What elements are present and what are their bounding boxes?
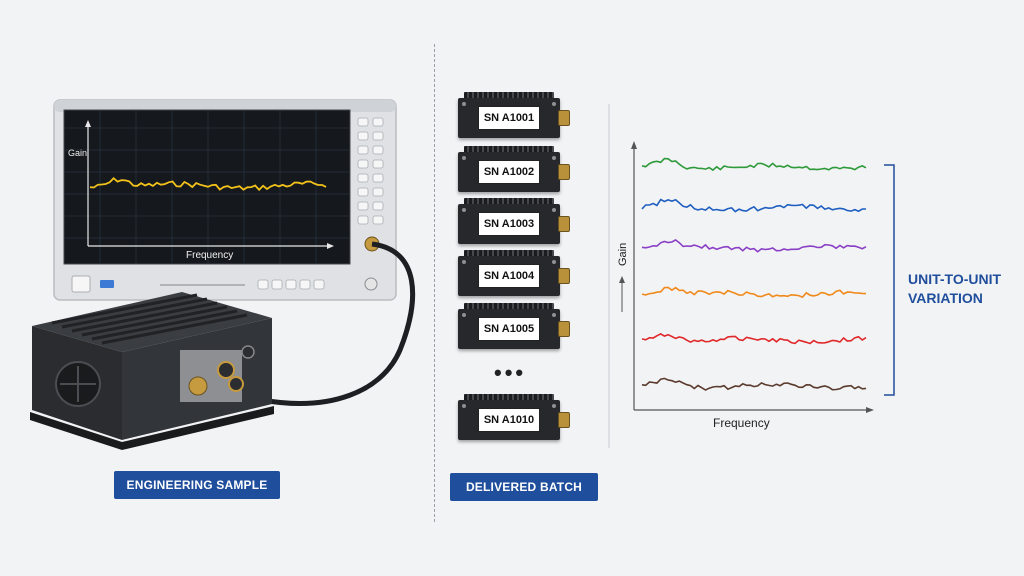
variation-label-line2: VARIATION bbox=[908, 290, 983, 306]
unit-trace-4 bbox=[641, 286, 867, 299]
engineering-sample-badge: ENGINEERING SAMPLE bbox=[114, 471, 280, 499]
unit-trace-2 bbox=[641, 198, 866, 213]
delivered-batch-badge: DELIVERED BATCH bbox=[450, 473, 598, 501]
unit-connector bbox=[558, 268, 570, 284]
unit-fins bbox=[464, 146, 554, 154]
screw bbox=[462, 208, 466, 212]
trace-group bbox=[641, 157, 867, 391]
power-button bbox=[71, 275, 91, 293]
unit-connector bbox=[558, 321, 570, 337]
unit-connector bbox=[558, 110, 570, 126]
bottom-buttons bbox=[257, 279, 325, 290]
variation-label: UNIT-TO-UNIT VARIATION bbox=[908, 270, 1018, 308]
device-connector-3 bbox=[228, 376, 244, 392]
unit-sn-a1010: SN A1010 bbox=[458, 394, 570, 442]
screw bbox=[552, 313, 556, 317]
screen-grid bbox=[64, 110, 350, 264]
plot-x-arrow bbox=[866, 407, 874, 413]
screw bbox=[462, 313, 466, 317]
screw bbox=[552, 260, 556, 264]
unit-sn-a1001: SN A1001 bbox=[458, 92, 570, 140]
unit-fins bbox=[464, 92, 554, 100]
scope-button-panel bbox=[357, 117, 384, 225]
screen-y-label: Gain bbox=[68, 148, 87, 158]
plot-x-label: Frequency bbox=[713, 416, 770, 430]
front-knob bbox=[364, 277, 378, 291]
gain-arrow-head bbox=[619, 276, 625, 283]
unit-serial-label: SN A1004 bbox=[478, 264, 540, 288]
variation-label-line1: UNIT-TO-UNIT bbox=[908, 271, 1002, 287]
screw bbox=[552, 156, 556, 160]
device-connector-1 bbox=[188, 376, 208, 396]
oscilloscope-top-edge bbox=[54, 100, 396, 112]
screw bbox=[552, 208, 556, 212]
unit-fins bbox=[464, 250, 554, 258]
variation-bracket bbox=[884, 164, 895, 396]
unit-sn-a1004: SN A1004 bbox=[458, 250, 570, 298]
device-connector-2 bbox=[217, 361, 235, 379]
screen-y-arrow bbox=[85, 120, 91, 127]
unit-sn-a1005: SN A1005 bbox=[458, 303, 570, 351]
unit-trace-5 bbox=[641, 332, 867, 345]
plot-y-label: Gain bbox=[617, 243, 629, 266]
screw bbox=[462, 404, 466, 408]
usb-port bbox=[100, 280, 114, 288]
screw bbox=[552, 404, 556, 408]
unit-sn-a1003: SN A1003 bbox=[458, 198, 570, 246]
section-divider bbox=[434, 44, 435, 522]
device-connector-4 bbox=[241, 345, 255, 359]
screen-x-label: Frequency bbox=[186, 250, 233, 261]
unit-sn-a1002: SN A1002 bbox=[458, 146, 570, 194]
screw bbox=[462, 102, 466, 106]
unit-connector bbox=[558, 412, 570, 428]
unit-fins bbox=[464, 303, 554, 311]
screw bbox=[552, 102, 556, 106]
unit-serial-label: SN A1001 bbox=[478, 106, 540, 130]
unit-fins bbox=[464, 198, 554, 206]
plot-y-arrow bbox=[631, 141, 637, 149]
unit-trace-3 bbox=[641, 238, 867, 253]
unit-serial-label: SN A1010 bbox=[478, 408, 540, 432]
unit-connector bbox=[558, 164, 570, 180]
ellipsis: ••• bbox=[494, 360, 527, 385]
unit-fins bbox=[464, 394, 554, 402]
unit-serial-label: SN A1005 bbox=[478, 317, 540, 341]
device-base bbox=[30, 406, 274, 450]
screw bbox=[462, 260, 466, 264]
scope-trace bbox=[89, 176, 327, 192]
unit-trace-1 bbox=[641, 157, 867, 172]
screw bbox=[462, 156, 466, 160]
rf-cable bbox=[261, 241, 416, 406]
unit-trace-6 bbox=[641, 377, 867, 391]
unit-serial-label: SN A1002 bbox=[478, 160, 540, 184]
screen-x-arrow bbox=[327, 243, 334, 249]
unit-serial-label: SN A1003 bbox=[478, 212, 540, 236]
device-fins bbox=[51, 293, 248, 345]
unit-connector bbox=[558, 216, 570, 232]
